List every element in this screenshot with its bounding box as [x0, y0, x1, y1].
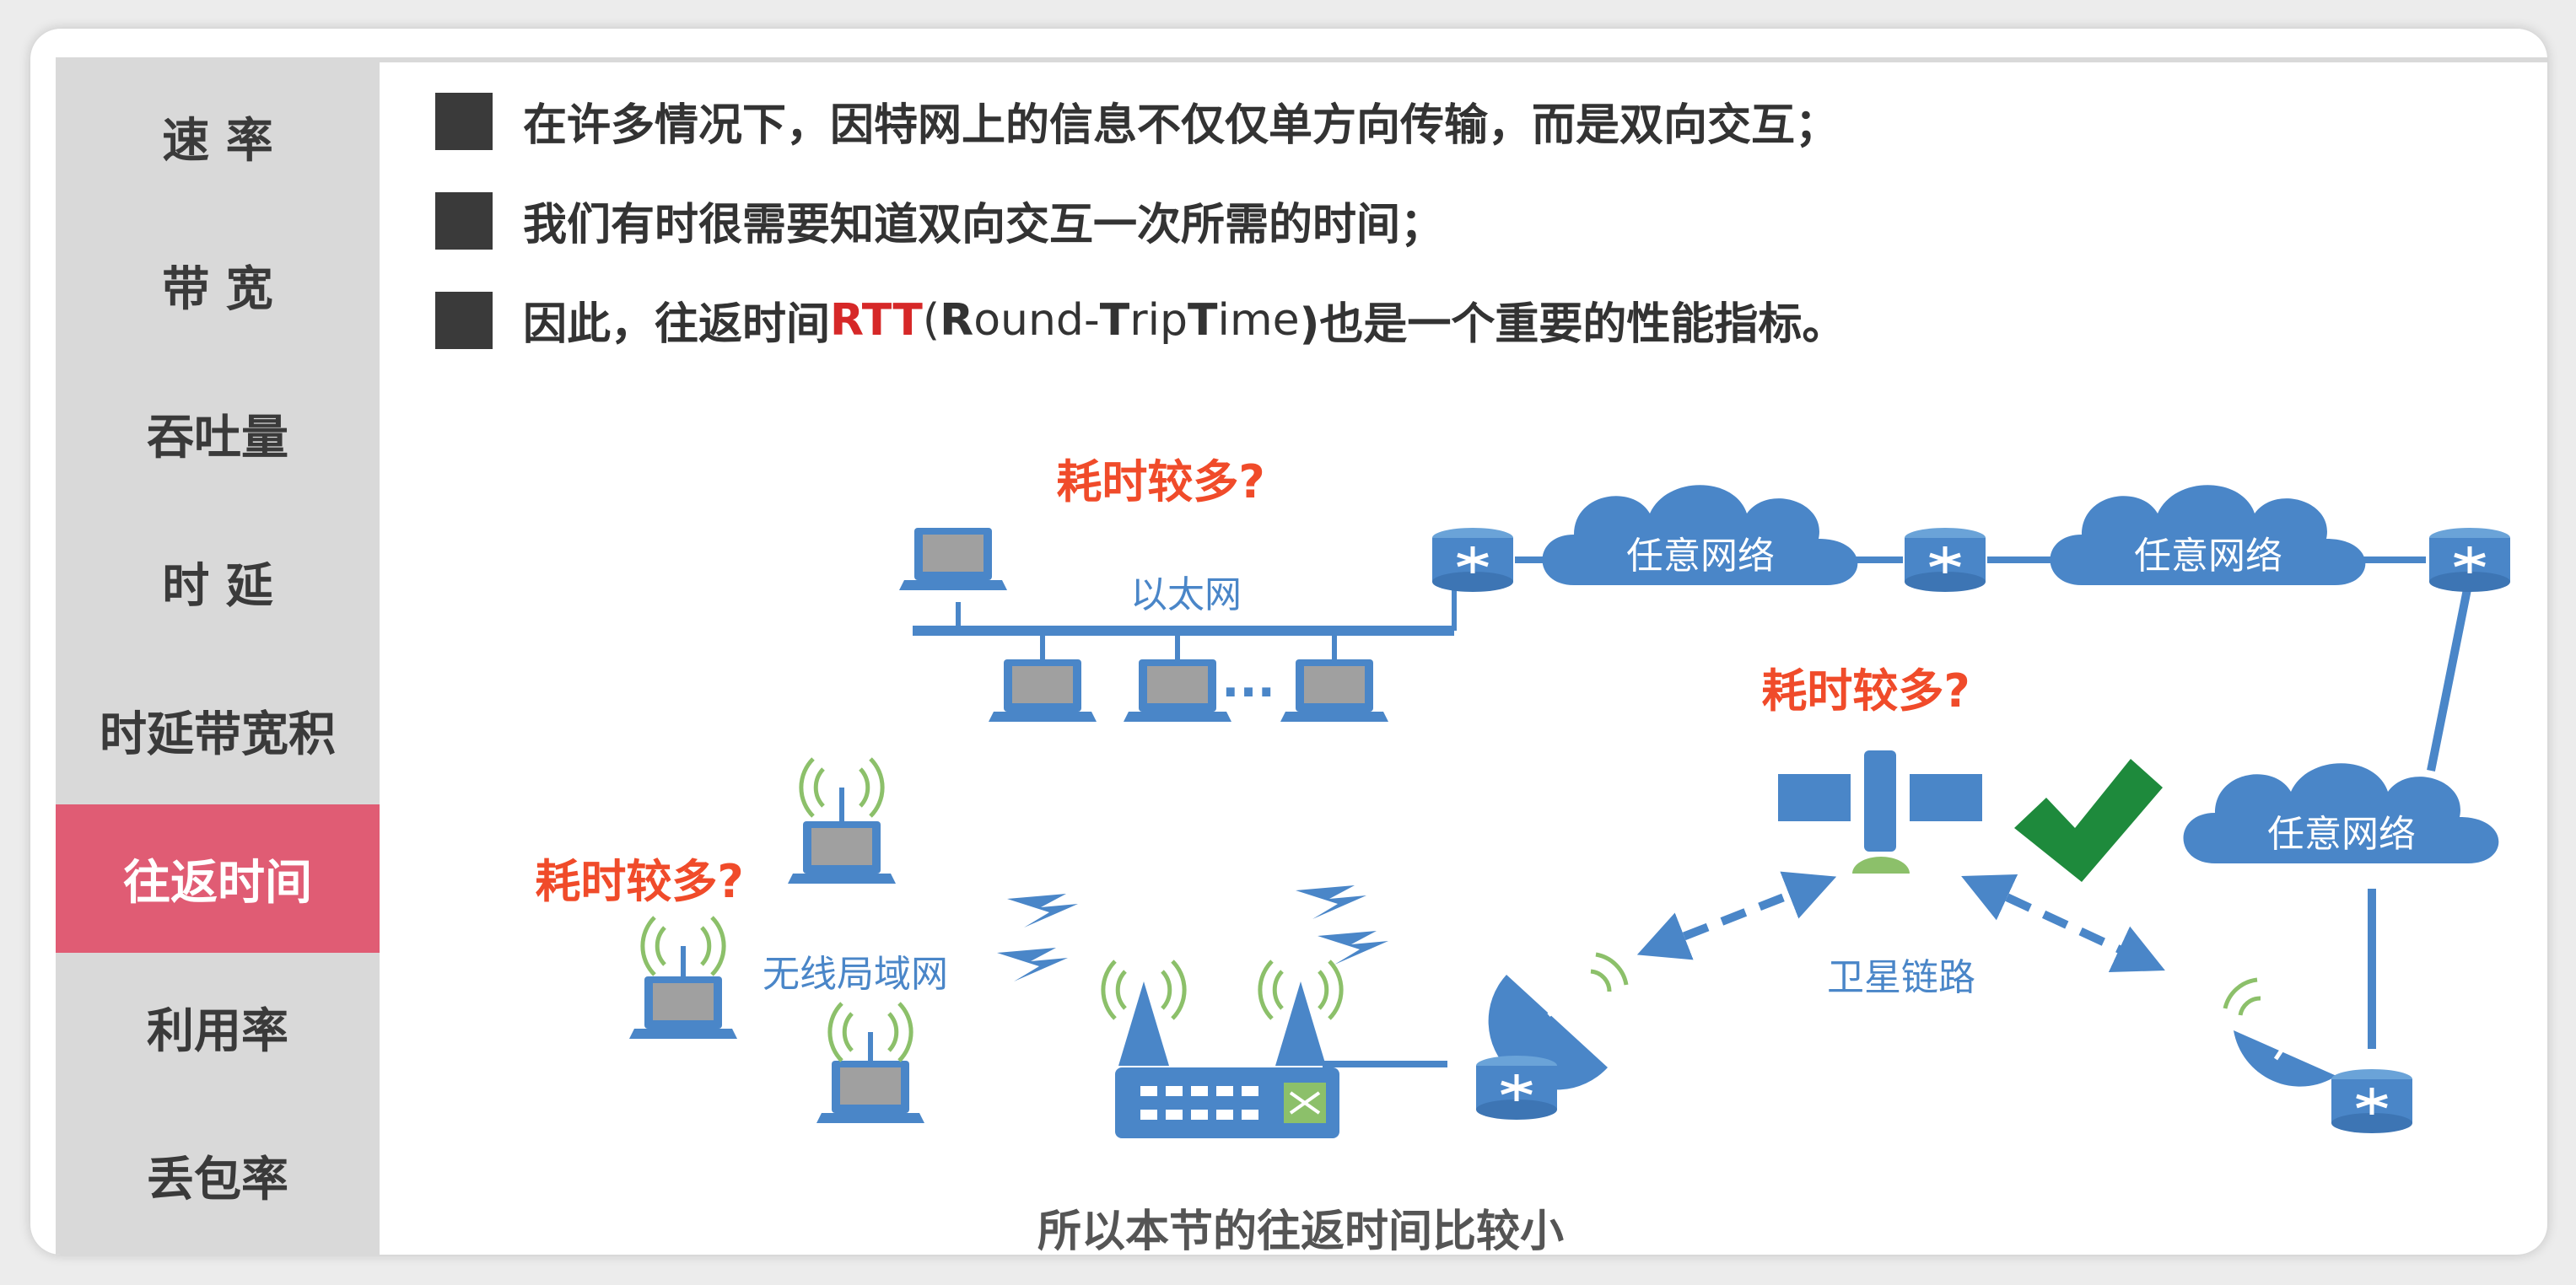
signal-bolt-icon	[1318, 931, 1388, 965]
check-icon	[2014, 759, 2163, 882]
sidebar-item-utilization[interactable]: 利用率	[147, 1003, 288, 1059]
router-icon	[1476, 1056, 1557, 1120]
ethernet-laptop-icon	[1124, 659, 1231, 722]
ethernet-laptop-icon	[989, 659, 1097, 722]
bullet-2-text: 我们有时很需要知道双向交互一次所需的时间；	[523, 200, 1445, 250]
cloud-1-label: 任意网络	[1626, 535, 1775, 578]
sidebar-item-throughput[interactable]: 吞吐量	[147, 410, 288, 465]
sidebar: 速 率 带 宽 吞吐量 时 延 时延带宽积 往返时间 利用率 丢包率	[56, 62, 380, 1255]
ethernet-question: 耗时较多?	[1056, 455, 1264, 508]
satellite-uplink-arrow	[1636, 871, 1837, 960]
satellite-question: 耗时较多?	[1761, 664, 1970, 718]
wlan-question: 耗时较多?	[535, 855, 743, 908]
bullet-3-T: T	[1099, 294, 1130, 346]
bullet-1-text: 在许多情况下，因特网上的信息不仅仅单方向传输，而是双向交互；	[523, 100, 1840, 151]
signal-bolt-icon	[1296, 885, 1366, 919]
bullet-3-rip: rip	[1129, 294, 1188, 346]
ethernet-ellipsis: ···	[1221, 665, 1275, 720]
wireless-laptop	[788, 759, 896, 884]
bullet-3-R: R	[940, 294, 974, 346]
sidebar-item-bandwidth[interactable]: 带 宽	[162, 261, 273, 317]
router-icon	[2331, 1069, 2412, 1133]
sidebar-item-delay[interactable]: 时 延	[162, 558, 273, 614]
bullet-3-open: (	[922, 294, 940, 346]
ethernet-laptop-icon	[1280, 659, 1388, 722]
wlan-label: 无线局域网	[763, 953, 948, 996]
bullet-3-ound: ound-	[973, 294, 1100, 346]
cloud-2-label: 任意网络	[2134, 535, 2282, 578]
slide-frame: 速 率 带 宽 吞吐量 时 延 时延带宽积 往返时间 利用率 丢包率 在许多情况…	[30, 29, 2547, 1255]
wireless-laptop	[629, 917, 737, 1039]
sidebar-item-packet-loss[interactable]: 丢包率	[147, 1152, 288, 1207]
satellite-link-label: 卫星链路	[1827, 956, 1975, 999]
bullet-3-T2: T	[1188, 294, 1218, 346]
satellite-dish-icon	[2223, 977, 2336, 1087]
bullet-2: 我们有时很需要知道双向交互一次所需的时间；	[435, 189, 1444, 252]
satellite-icon	[1778, 750, 1982, 874]
router-icon	[2429, 528, 2510, 592]
sidebar-item-rate[interactable]: 速 率	[162, 113, 273, 169]
sidebar-item-rtt[interactable]: 往返时间	[56, 804, 380, 953]
bullet-square-icon	[435, 92, 493, 150]
wireless-access-point-icon	[1103, 961, 1341, 1138]
bullet-1: 在许多情况下，因特网上的信息不仅仅单方向传输，而是双向交互；	[435, 89, 1839, 153]
bullet-3-suffix: )也是一个重要的性能指标。	[1299, 299, 1846, 350]
bullet-3-prefix: 因此，往返时间	[523, 299, 831, 350]
bullet-square-icon	[435, 291, 493, 349]
sidebar-item-delay-bandwidth-product[interactable]: 时延带宽积	[100, 707, 336, 762]
cloud-3-label: 任意网络	[2267, 813, 2416, 856]
bullet-3-ime: ime	[1217, 294, 1300, 346]
rtt-acronym: RTT	[830, 294, 923, 346]
signal-bolt-icon	[997, 948, 1068, 981]
wireless-laptop	[816, 1003, 924, 1123]
router-icon	[1905, 528, 1986, 592]
bottom-caption: 所以本节的往返时间比较小	[1037, 1207, 1565, 1257]
satellite-downlink-arrow	[1961, 874, 2165, 973]
top-divider	[56, 57, 2547, 62]
ethernet-laptop-icon	[899, 528, 1007, 590]
router-icon	[1432, 528, 1513, 592]
signal-bolt-icon	[1007, 894, 1078, 927]
network-diagram: ··· 以太网 耗时较多? 任意网络 任意网络 任意网络 耗时较多?	[535, 455, 2547, 1138]
ethernet-label: 以太网	[1130, 573, 1242, 616]
bullet-square-icon	[435, 191, 493, 250]
